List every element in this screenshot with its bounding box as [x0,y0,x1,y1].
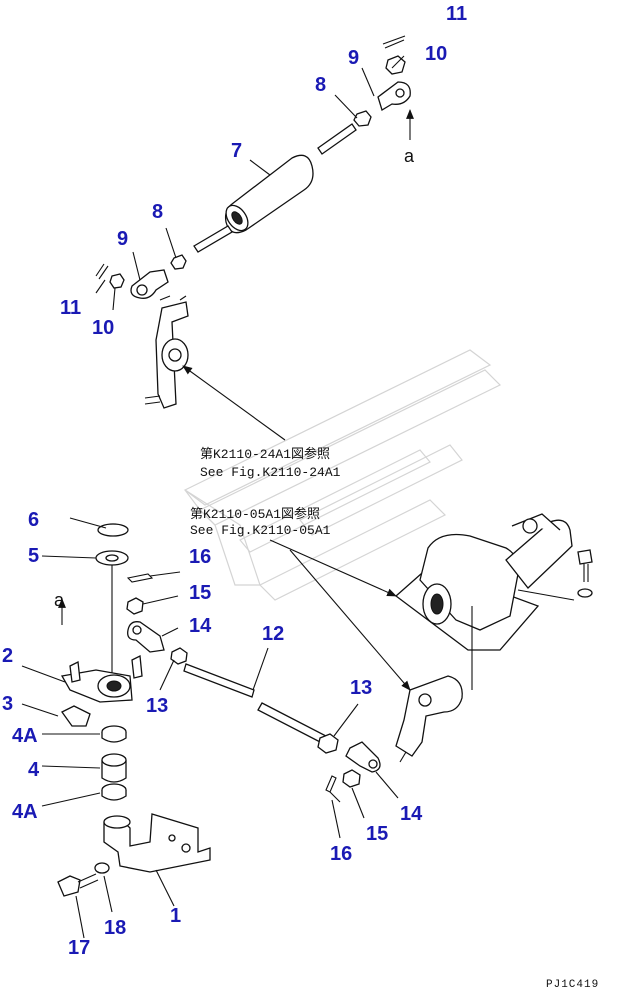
callout-14-top: 14 [189,615,212,637]
figure-references: 第K2110-24A1図参照 See Fig.K2110-24A1 第K2110… [190,446,341,538]
callout-9-top: 9 [348,47,359,69]
callout-10-mid: 10 [92,317,114,339]
left-lever-assembly [57,523,211,897]
callout-3: 3 [2,693,13,715]
callout-2: 2 [2,645,13,667]
upper-link-assembly [95,35,411,409]
callout-7: 7 [231,140,242,162]
leader-lines-lower [21,517,411,939]
callout-15-top: 15 [189,582,211,604]
callout-4a-bot: 4A [12,801,38,823]
callout-1: 1 [170,905,181,927]
callout-8-mid: 8 [152,201,163,223]
callout-4a-top: 4A [12,725,38,747]
reference-2-jp: 第K2110-05A1図参照 [190,506,320,522]
callout-13-right: 13 [350,677,372,699]
reference-1-en: See Fig.K2110-24A1 [200,465,341,480]
figure-code: PJ1C419 [546,979,599,991]
leader-lines-upper [95,55,414,441]
callout-10-top: 10 [425,43,447,65]
callout-5: 5 [28,545,39,567]
reference-markers: a a [54,146,415,610]
callout-11-top: 11 [446,3,467,25]
marker-a-left: a [54,590,65,610]
watermark-logo-icon [183,349,502,601]
callout-8-top: 8 [315,74,326,96]
callout-labels: 11 10 9 8 7 8 9 11 10 6 5 16 15 14 12 2 … [2,3,467,959]
callout-18: 18 [104,917,126,939]
callout-13-left: 13 [146,695,168,717]
reference-1-jp: 第K2110-24A1図参照 [200,446,330,462]
callout-14-bot: 14 [400,803,423,825]
callout-11-mid: 11 [60,297,81,319]
callout-16-bot: 16 [330,843,352,865]
callout-4: 4 [28,759,40,781]
callout-6: 6 [28,509,39,531]
callout-9-mid: 9 [117,228,128,250]
callout-17: 17 [68,937,90,959]
right-mount-assembly [394,513,593,763]
callout-16-top: 16 [189,546,211,568]
marker-a-top: a [404,146,415,166]
control-rod [183,663,381,803]
reference-2-en: See Fig.K2110-05A1 [190,523,331,538]
callout-12: 12 [262,623,284,645]
callout-15-bot: 15 [366,823,388,845]
